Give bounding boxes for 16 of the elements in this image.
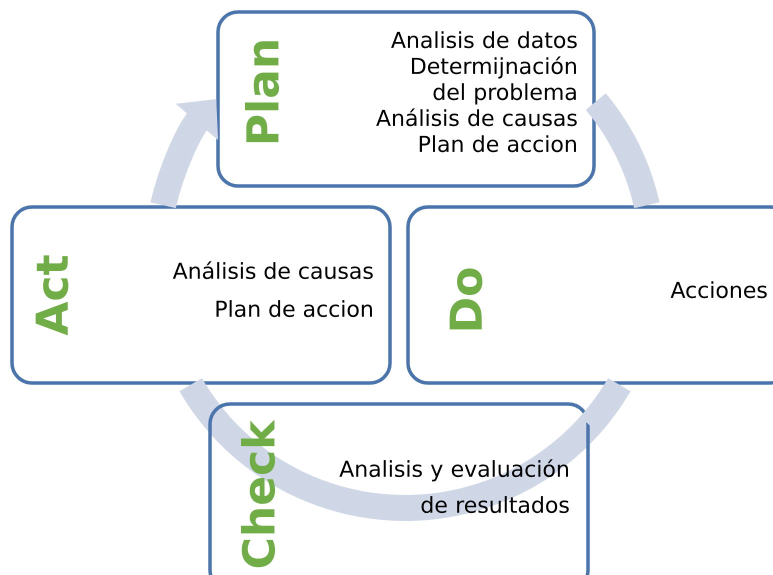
step-text: Plan de accion: [420, 135, 576, 152]
step-text: Acciones: [670, 281, 767, 298]
step-text: Analisis de datos: [391, 31, 577, 48]
step-heading: Check: [241, 420, 276, 568]
step-box: [208, 402, 590, 575]
step-text: Plan de accion: [216, 300, 372, 318]
step-text: Analisis y evaluación de resultados: [339, 459, 569, 514]
step-heading: Do: [450, 268, 482, 330]
step-heading: Act: [36, 255, 68, 336]
step-text: Análisis de causas: [172, 261, 373, 280]
step-box: [10, 205, 392, 385]
step-box: [406, 205, 773, 385]
step-text: Determijnación del problema: [412, 56, 576, 104]
step-box: [216, 10, 596, 188]
step-heading: Plan: [245, 41, 280, 142]
step-text: Análisis de causas: [376, 108, 577, 126]
